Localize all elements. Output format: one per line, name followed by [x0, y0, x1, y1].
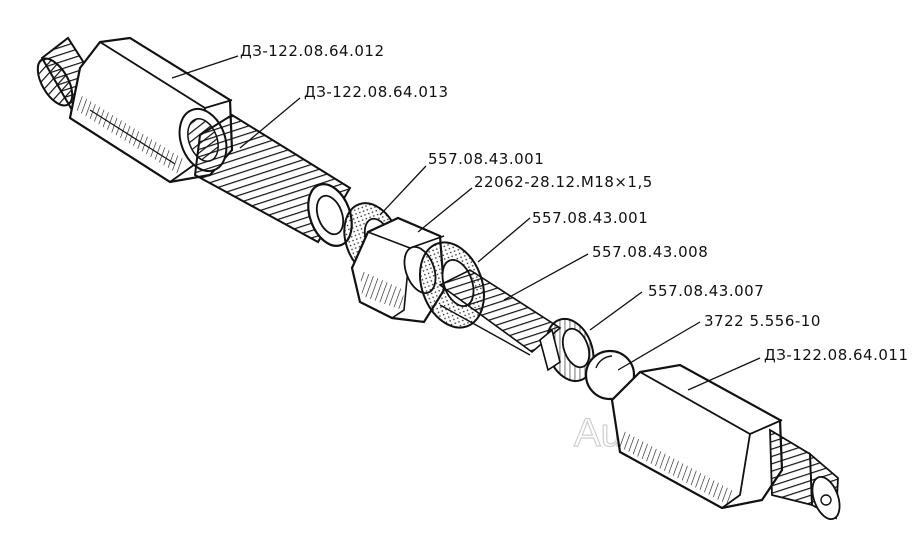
label-washer-2: 557.08.43.001 [532, 209, 648, 227]
left-fitting [36, 36, 234, 184]
ball [584, 349, 636, 401]
label-ball: 3722 5.556-10 [704, 312, 821, 330]
label-washer-1: 557.08.43.001 [428, 150, 544, 168]
right-fitting [610, 363, 841, 520]
label-nut: 22062-28.12.М18×1,5 [474, 173, 653, 191]
label-seat: 557.08.43.007 [648, 282, 764, 300]
label-spring: 557.08.43.008 [592, 243, 708, 261]
label-right-fitting: ДЗ-122.08.64.011 [764, 346, 909, 364]
label-threaded-sleeve: ДЗ-122.08.64.013 [304, 83, 449, 101]
part-labels: ДЗ-122.08.64.012 ДЗ-122.08.64.013 557.08… [240, 42, 909, 364]
threaded-sleeve [193, 113, 353, 247]
leader-lines [171, 55, 761, 391]
valve-seat [539, 318, 595, 382]
label-left-fitting: ДЗ-122.08.64.012 [240, 42, 385, 60]
